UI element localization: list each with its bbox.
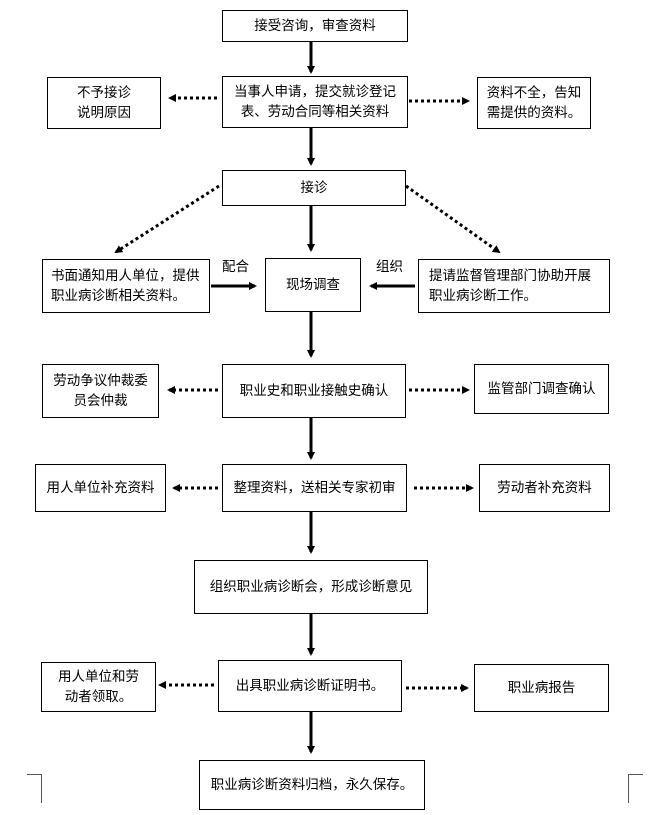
node-labor-arbitration: 劳动争议仲裁委 员会仲裁 bbox=[42, 364, 159, 418]
node-incomplete-materials: 资料不全，告知 需提供的资料。 bbox=[477, 77, 591, 129]
node-issue-certificate: 出具职业病诊断证明书。 bbox=[218, 660, 402, 712]
node-request-supervision: 提请监督管理部门协助开展 职业病诊断工作。 bbox=[418, 259, 610, 313]
node-archive: 职业病诊断资料归档，永久保存。 bbox=[199, 760, 425, 810]
node-diagnosis-meeting: 组织职业病诊断会，形成诊断意见 bbox=[194, 560, 428, 614]
node-organize-materials: 整理资料，送相关专家初审 bbox=[222, 464, 407, 512]
node-collect-certificate: 用人单位和劳 动者领取。 bbox=[41, 662, 156, 712]
node-notify-employer: 书面通知用人单位，提供 职业病诊断相关资料。 bbox=[42, 259, 210, 313]
node-site-investigation: 现场调查 bbox=[265, 258, 361, 312]
node-accept-consultation: 接受咨询，审查资料 bbox=[222, 10, 408, 42]
node-party-application: 当事人申请，提交就诊登记 表、劳动合同等相关资料 bbox=[222, 76, 408, 128]
node-worker-supplement: 劳动者补充资料 bbox=[479, 464, 610, 512]
page-corner-mark-right bbox=[628, 774, 643, 803]
node-occupational-history: 职业史和职业接触史确认 bbox=[222, 364, 406, 418]
node-no-admission: 不予接诊 说明原因 bbox=[47, 77, 161, 129]
edge-label-cooperate: 配合 bbox=[222, 259, 249, 275]
node-disease-report: 职业病报告 bbox=[474, 664, 609, 712]
dotted-n3-left bbox=[114, 184, 220, 254]
node-supervision-confirm: 监管部门调查确认 bbox=[474, 364, 609, 414]
edge-label-organize: 组织 bbox=[376, 259, 403, 275]
node-employer-supplement: 用人单位补充资料 bbox=[35, 464, 166, 512]
page-corner-mark-left bbox=[27, 774, 42, 803]
dotted-n3-right bbox=[405, 184, 501, 254]
node-admission: 接诊 bbox=[222, 170, 406, 206]
